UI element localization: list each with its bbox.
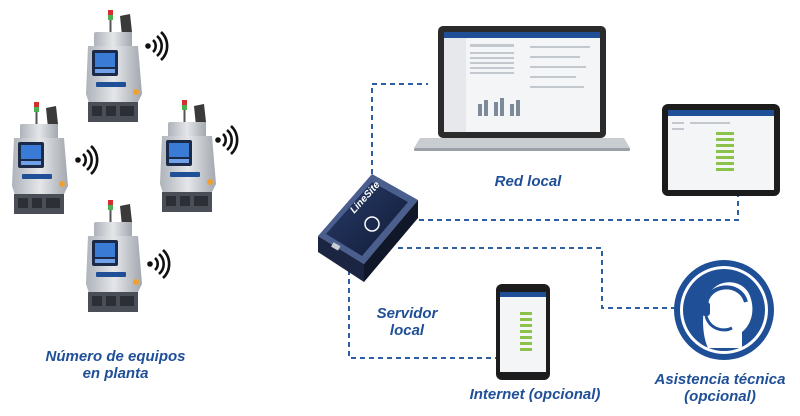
connector-phone [348,270,496,359]
wifi-signal-icon [143,30,169,62]
internet-label: Internet (opcional) [469,386,601,403]
mobile-phone [496,284,550,380]
plant-equipment-label-line1: Número de equipos [45,348,186,365]
plant-equipment-label: Número de equipos en planta [38,348,193,382]
connector-laptop [371,83,428,192]
technical-support-label: Asistencia técnica (opcional) [640,371,800,405]
equipment-unit-2 [12,102,68,214]
wifi-signal-icon [73,144,99,176]
equipment-unit-1 [86,10,142,122]
local-server-label-line2: local [389,322,425,339]
plant-equipment-group [12,10,239,312]
local-network-label: Red local [494,173,562,190]
laptop-dashboard [414,26,630,151]
equipment-unit-3 [160,100,216,212]
headset-support-icon [674,260,774,360]
connector-support [398,247,676,309]
wifi-signal-icon [145,248,171,280]
plant-equipment-label-line2: en planta [82,365,149,382]
technical-support-label-line1: Asistencia técnica [654,371,786,388]
local-server-label: Servidor local [362,305,452,339]
equipment-unit-4 [86,200,142,312]
local-server-device: LineSite [318,174,418,282]
technical-support-label-line2: (opcional) [684,388,756,405]
tablet-dashboard [662,104,780,196]
wifi-signal-icon [213,124,239,156]
local-server-label-line1: Servidor [376,305,438,322]
